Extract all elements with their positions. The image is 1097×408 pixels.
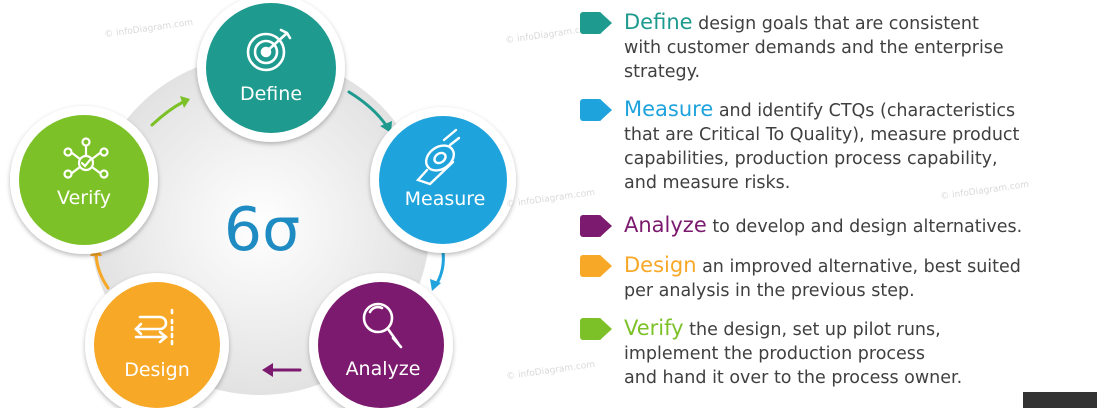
design-text-line-1: an improved alternative, best suited bbox=[696, 257, 1021, 277]
arrow-measure-to-analyze-head bbox=[430, 279, 441, 291]
verify-text-line-1: the design, set up pilot runs, bbox=[683, 320, 941, 340]
description-measure: Measure and identify CTQs (characteristi… bbox=[580, 97, 1090, 195]
define-flag-icon bbox=[580, 12, 614, 34]
step-analyze: Analyze bbox=[309, 273, 453, 408]
analyze-keyword: Analyze bbox=[624, 213, 707, 237]
measure-keyword: Measure bbox=[624, 97, 714, 121]
arrow-analyze-to-design-head bbox=[262, 363, 273, 377]
measure-flag-icon bbox=[580, 99, 614, 121]
arrow-verify-to-define-head bbox=[180, 96, 190, 108]
six-sigma-label: 6σ bbox=[224, 195, 300, 265]
analyze-label: Analyze bbox=[346, 358, 421, 380]
design-text-line-2: per analysis in the previous step. bbox=[624, 281, 915, 301]
define-label: Define bbox=[240, 83, 302, 105]
analyze-flag-icon bbox=[580, 215, 614, 237]
define-text-line-1: design goals that are consistent bbox=[692, 14, 979, 34]
verify-label: Verify bbox=[57, 187, 111, 209]
design-flag-icon bbox=[580, 255, 614, 277]
description-verify: Verify the design, set up pilot runs, im… bbox=[580, 316, 1090, 390]
flow-arrows-icon bbox=[134, 308, 174, 347]
design-keyword: Design bbox=[624, 253, 697, 277]
verify-text-line-3: and hand it over to the process owner. bbox=[624, 368, 963, 388]
measure-text-line-2: that are Critical To Quality), measure p… bbox=[624, 125, 1020, 145]
step-design: Design bbox=[85, 273, 229, 408]
verify-text-line-2: implement the production process bbox=[624, 344, 926, 364]
verify-flag-icon bbox=[580, 318, 614, 340]
arrow-measure-to-analyze bbox=[434, 250, 445, 287]
measure-text-line-4: and measure risks. bbox=[624, 173, 791, 193]
target-icon bbox=[246, 28, 292, 72]
arrow-define-to-measure-head bbox=[380, 121, 392, 133]
step-measure: Measure bbox=[370, 107, 516, 253]
step-define: Define bbox=[197, 0, 345, 142]
measure-text-line-3: capabilities, production process capabil… bbox=[624, 149, 998, 169]
description-design: Design an improved alternative, best sui… bbox=[580, 253, 1090, 303]
magnifier-icon bbox=[362, 302, 403, 349]
analyze-text-line-1: to develop and design alternatives. bbox=[706, 217, 1023, 237]
verify-keyword: Verify bbox=[624, 316, 684, 340]
step-verify: Verify bbox=[10, 106, 158, 254]
design-label: Design bbox=[124, 359, 190, 381]
define-keyword: Define bbox=[624, 10, 693, 34]
network-check-icon bbox=[63, 137, 109, 179]
arrow-verify-to-define bbox=[150, 100, 185, 127]
measure-label: Measure bbox=[405, 188, 486, 210]
corner-block bbox=[1023, 392, 1097, 408]
define-text-line-3: strategy. bbox=[624, 62, 701, 82]
measure-text-line-1: and identify CTQs (characteristics bbox=[713, 101, 1016, 121]
description-analyze: Analyze to develop and design alternativ… bbox=[580, 213, 1090, 239]
tape-measure-icon bbox=[415, 128, 461, 186]
define-text-line-2: with customer demands and the enterprise bbox=[624, 38, 1004, 58]
description-define: Define design goals that are consistent … bbox=[580, 10, 1090, 84]
